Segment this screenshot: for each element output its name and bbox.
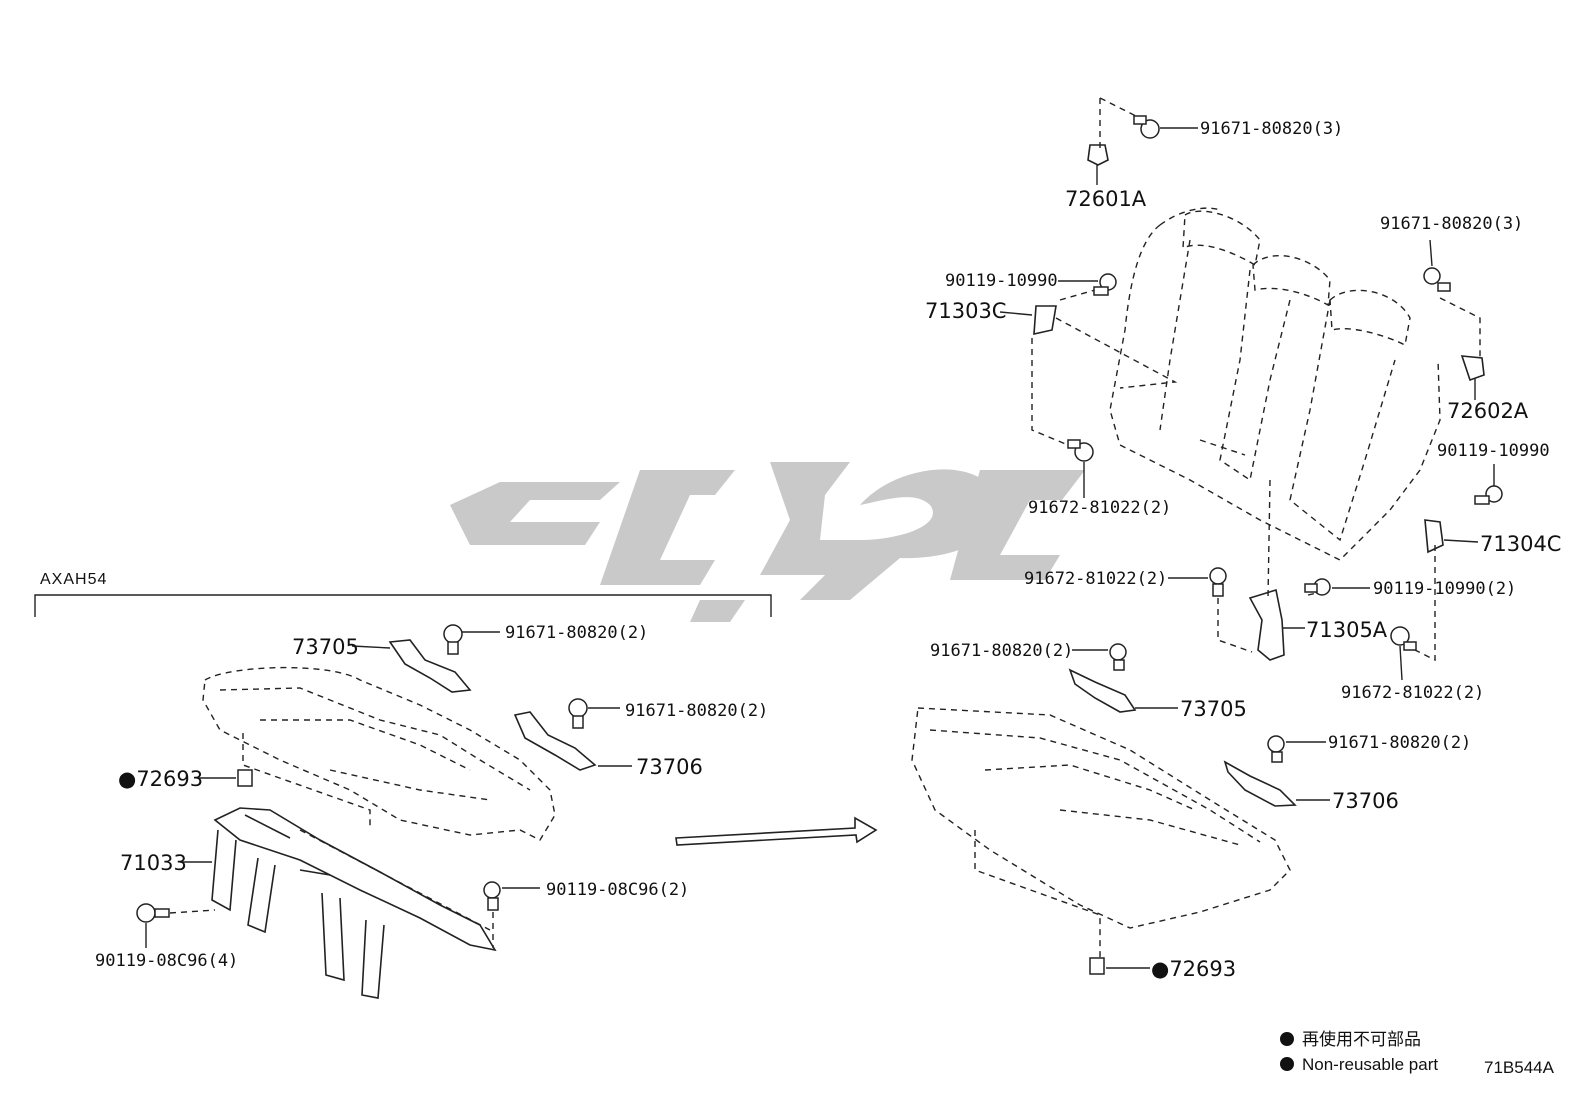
seat-cushion-right [911,707,1291,960]
label-91672-81022-mid: 91672-81022(2) [1024,569,1167,589]
bolt-icon [1267,735,1285,763]
bolt-icon [136,903,170,923]
diagram-code: 71B544A [1484,1058,1555,1077]
bracket-72602a-icon [1460,355,1485,382]
label-73705-right: 73705 [1180,697,1247,721]
clip-72693-left-icon [237,769,253,787]
direction-arrow-icon [675,816,878,846]
label-91672-81022-low: 91672-81022(2) [1341,683,1484,703]
label-72601a: 72601A [1065,187,1147,211]
bolt-icon [1067,439,1094,462]
label-91672-81022-back: 91672-81022(2) [1028,498,1171,518]
legend: 再使用不可部品 Non-reusable part 71B544A [1280,1029,1555,1077]
seat-cushion-left [202,666,556,931]
label-90119-08c96-right: 90119-08C96(2) [546,880,689,900]
legend-item-en: Non-reusable part [1302,1055,1438,1074]
label-71033: 71033 [120,851,187,875]
model-bracket [34,594,772,617]
seat-belt-anchor-73705-right-icon [1068,668,1137,713]
label-90119-08c96-left: 90119-08C96(4) [95,951,238,971]
bolt-icon [1423,267,1451,292]
label-73706-left: 73706 [636,755,703,779]
non-reusable-bullet-icon [1280,1032,1294,1046]
bolt-icon [1304,578,1331,596]
label-91671-80820-top: 91671-80820(3) [1200,119,1343,139]
label-72693-left: ●72693 [118,767,203,791]
label-71303c: 71303C [925,299,1006,323]
label-91671-80820-right: 91671-80820(3) [1380,214,1523,234]
label-91671-80820-seat-r2: 91671-80820(2) [1328,733,1471,753]
label-91671-80820-seat-l: 91671-80820(2) [505,623,648,643]
bracket-71305a-icon [1248,588,1285,661]
label-71305a: 71305A [1306,618,1388,642]
watermark-logo [450,462,1085,622]
label-90119-10990-right: 90119-10990 [1437,441,1550,461]
label-90119-10990-left: 90119-10990 [945,271,1058,291]
leader-lines [145,127,1495,969]
seat-belt-anchor-73706-left-icon [513,711,597,771]
label-model-code: AXAH54 [40,571,107,588]
bracket-71304c-icon [1424,519,1444,554]
bolt-icon [1209,567,1227,597]
label-91671-80820-seat-r: 91671-80820(2) [930,641,1073,661]
clip-72693-right-icon [1089,957,1105,975]
bolt-icon [1133,115,1160,139]
bolt-icon [1474,485,1503,505]
bolt-icon [1109,643,1127,671]
label-73706-right: 73706 [1332,789,1399,813]
bolt-icon [1093,273,1117,296]
label-71304c: 71304C [1480,532,1561,556]
label-72693-right: ●72693 [1151,957,1236,981]
bolt-icon [568,698,588,729]
bolt-icon [483,881,501,911]
bracket-72601a-icon [1087,144,1109,166]
label-90119-10990-mid: 90119-10990(2) [1373,579,1516,599]
label-73705-left: 73705 [292,635,359,659]
seatback-assembly [1031,97,1481,662]
bracket-71303c-icon [1033,305,1057,336]
non-reusable-bullet-icon [1280,1057,1294,1071]
seat-belt-anchor-73705-left-icon [388,639,472,693]
bolt-icon [1390,626,1417,651]
seat-belt-anchor-73706-right-icon [1223,760,1297,807]
label-91671-80820-seat-l2: 91671-80820(2) [625,701,768,721]
seat-frame-71033-icon [211,807,497,999]
bolt-icon [443,624,463,655]
label-72602a: 72602A [1447,399,1529,423]
legend-item-jp: 再使用不可部品 [1302,1029,1421,1049]
